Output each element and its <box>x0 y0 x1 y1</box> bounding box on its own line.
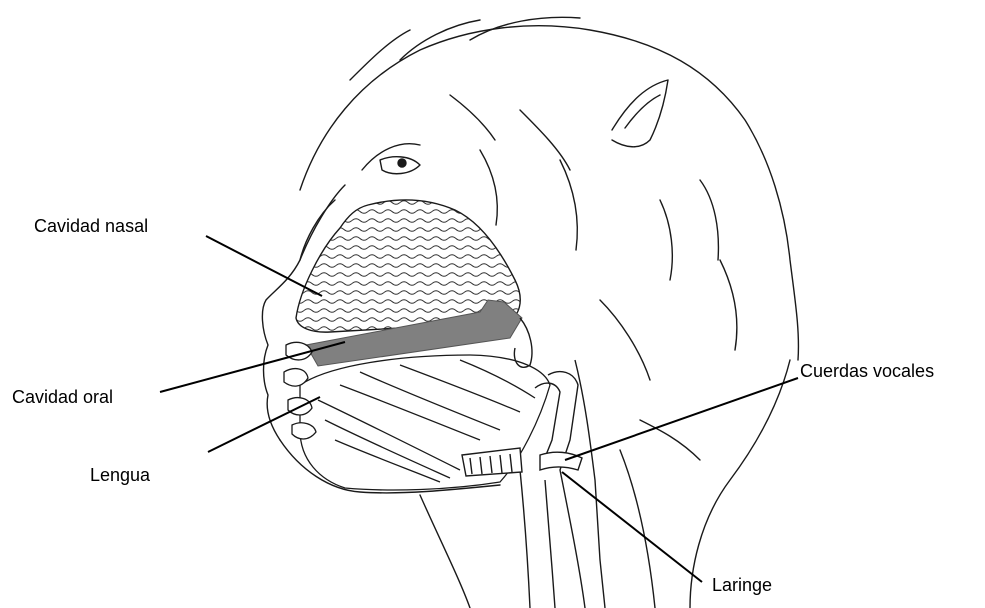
label-oral-cavity: Cavidad oral <box>12 388 113 406</box>
label-tongue: Lengua <box>90 466 150 484</box>
label-vocal-cords: Cuerdas vocales <box>800 362 934 380</box>
leader-larynx <box>562 472 702 582</box>
leader-vocal <box>565 378 798 460</box>
label-larynx: Laringe <box>712 576 772 594</box>
label-nasal-cavity: Cavidad nasal <box>34 217 148 235</box>
